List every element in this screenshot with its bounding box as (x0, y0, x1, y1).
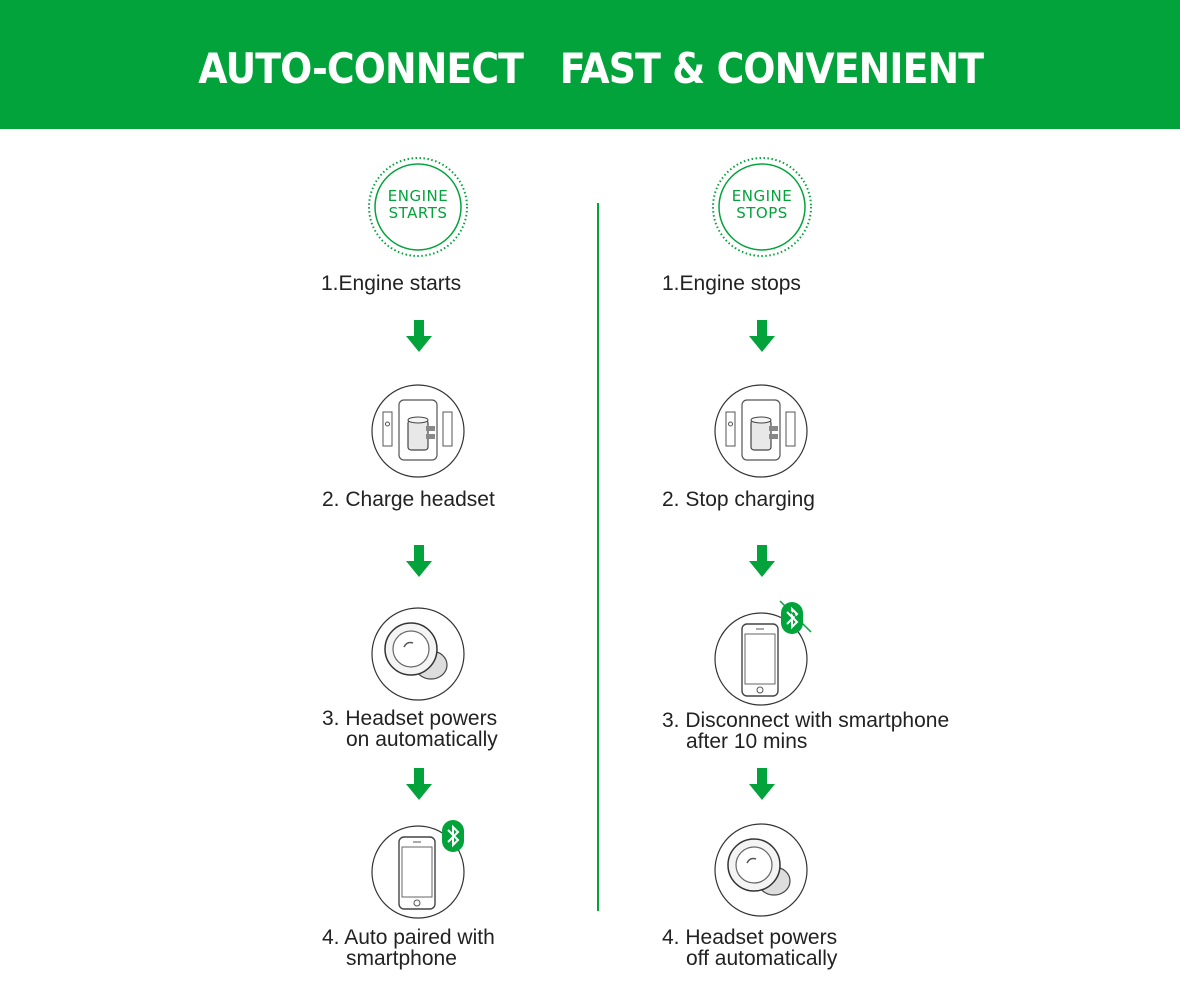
step-label-line-2: off automatically (686, 947, 838, 970)
page-title: AUTO-CONNECT FAST & CONVENIENT (198, 44, 984, 93)
step-label: 1.Engine starts (321, 272, 462, 295)
badge-line-1: ENGINE (387, 187, 449, 205)
down-arrow-icon (749, 320, 775, 352)
step-label-line-2: after 10 mins (686, 730, 808, 753)
step-label: 4. Auto paired with (322, 926, 495, 949)
smartphone-icon (371, 825, 465, 919)
badge-line-1: ENGINE (731, 187, 793, 205)
dotted-circle-badge-icon (368, 157, 468, 257)
down-arrow-icon (749, 768, 775, 800)
down-arrow-icon (406, 545, 432, 577)
dotted-circle-badge-icon (712, 157, 812, 257)
car-charger-icon (371, 384, 465, 478)
header-banner: AUTO-CONNECT FAST & CONVENIENT (0, 0, 1180, 129)
car-charger-icon (714, 384, 808, 478)
down-arrow-icon (406, 768, 432, 800)
step-label: 2. Stop charging (662, 488, 815, 511)
step-label: 2. Charge headset (322, 488, 495, 511)
step-label-line-2: on automatically (346, 728, 498, 751)
step-label: 3. Headset powers (322, 707, 498, 730)
badge-line-2: STOPS (736, 204, 788, 222)
bluetooth-headset-icon (371, 607, 465, 701)
column-divider (597, 203, 599, 911)
engine-starts-badge: ENGINE STARTS (366, 155, 470, 259)
step-label: 3. Disconnect with smartphone (662, 709, 950, 732)
bluetooth-disconnected-icon (779, 600, 812, 634)
down-arrow-icon (749, 545, 775, 577)
step-label: 4. Headset powers (662, 926, 838, 949)
down-arrow-icon (406, 320, 432, 352)
step-label: 1.Engine stops (662, 272, 801, 295)
step-label-line-2: smartphone (346, 947, 457, 970)
engine-stops-badge: ENGINE STOPS (710, 155, 814, 259)
badge-line-2: STARTS (388, 204, 448, 222)
bluetooth-headset-icon (714, 823, 808, 917)
smartphone-icon (714, 612, 808, 706)
bluetooth-icon (442, 820, 464, 852)
